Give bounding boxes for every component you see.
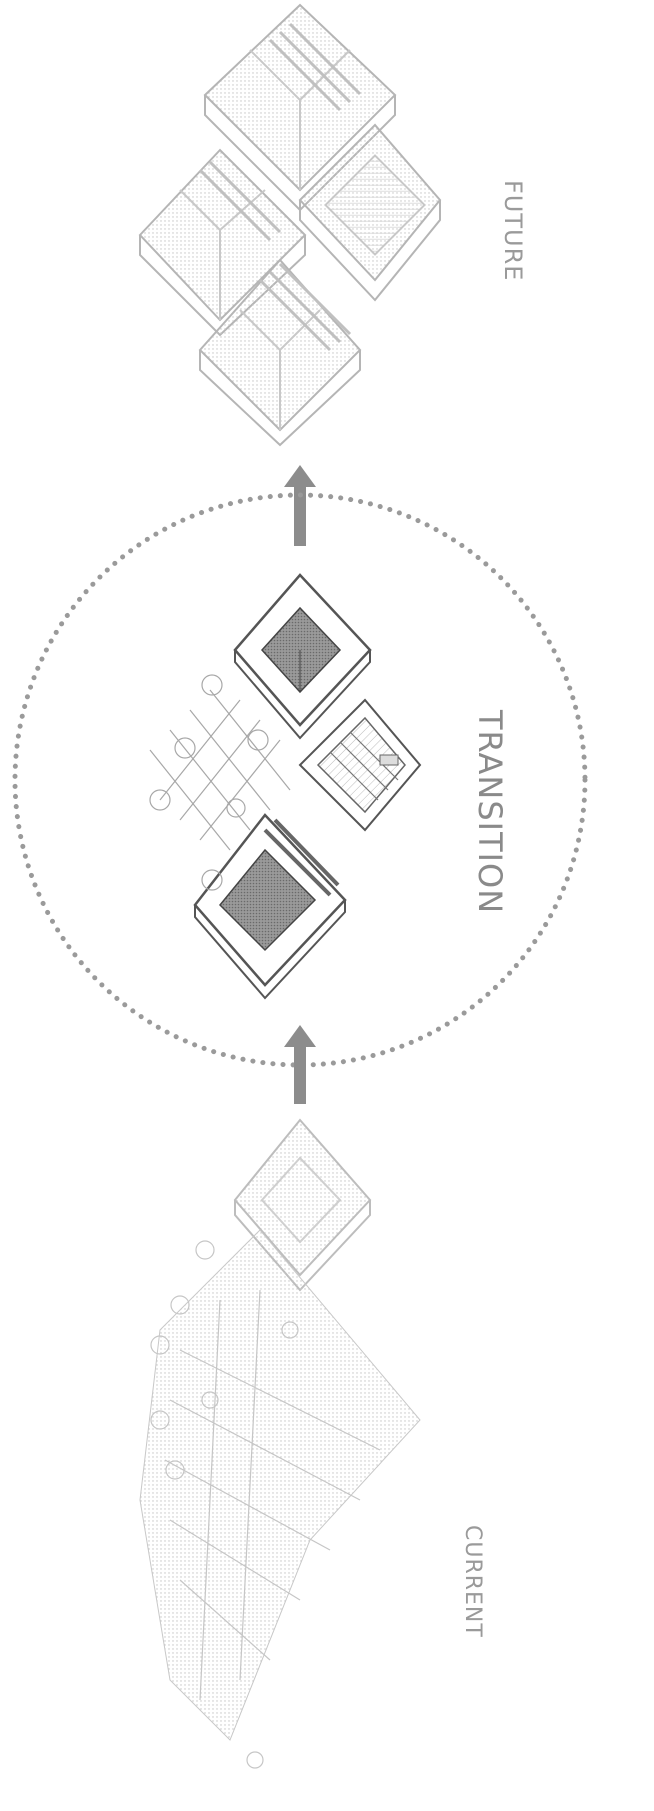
current-legacy-sprawl <box>140 1230 420 1768</box>
transition-platform-left <box>195 815 345 998</box>
transition-platform-top <box>235 575 370 738</box>
stage-label-transition: TRANSITION <box>466 710 506 870</box>
arrow-up-to-future <box>284 465 316 546</box>
stage-label-current: CURRENT <box>453 1525 483 1625</box>
stage-label-future: FUTURE <box>495 180 525 260</box>
